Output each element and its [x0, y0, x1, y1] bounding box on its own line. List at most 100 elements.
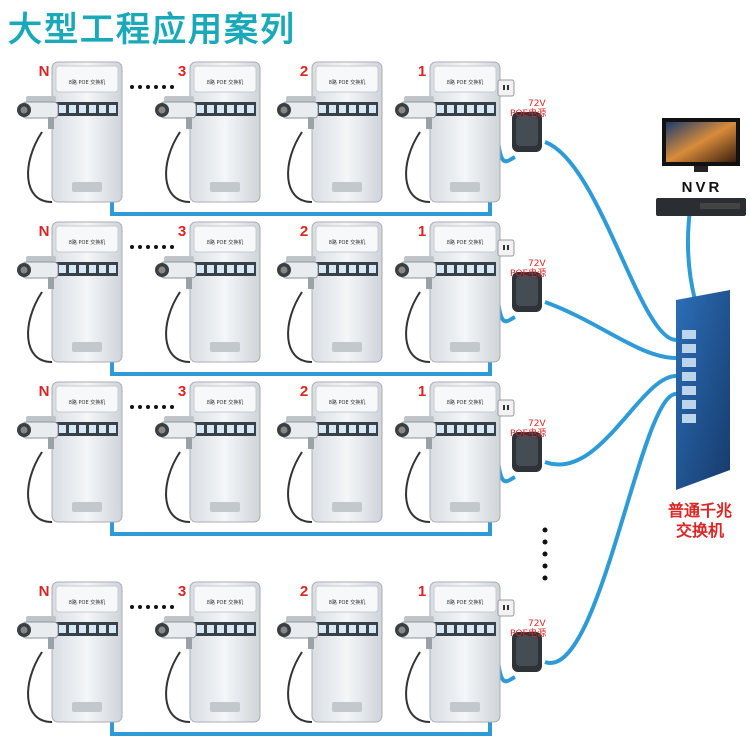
unit-index-label: 2 [300, 63, 308, 80]
rj45-port [79, 625, 86, 633]
power-cord [405, 451, 431, 523]
power-cord [287, 291, 313, 363]
unit-index-label: 2 [300, 223, 308, 240]
rj45-port [207, 105, 214, 113]
switch-box-label: 8路 POE 交换机 [69, 599, 105, 606]
power-cord [27, 451, 53, 523]
rj45-port [89, 425, 96, 433]
poe-switch-icon: 8路 POE 交换机 [51, 221, 123, 363]
switch-box-label: 8路 POE 交换机 [329, 399, 365, 406]
ellipsis-dot [162, 245, 166, 249]
rj45-port [89, 265, 96, 273]
device-layer: 8路 POE 交换机 8路 POE 交换机 8路 POE 交换机 8路 POE 交换机… [17, 61, 746, 736]
power-outlet-icon [497, 239, 515, 257]
rj45-port [447, 425, 454, 433]
ellipsis-dot [154, 85, 158, 89]
unit-index-label: 3 [178, 583, 186, 600]
rj45-port [109, 425, 116, 433]
chain-gap [132, 532, 137, 536]
psu-voltage-label: 72V [528, 419, 546, 429]
uplink-cable [544, 140, 677, 342]
rj45-port [369, 105, 376, 113]
rj45-port [109, 265, 116, 273]
rj45-port [99, 625, 106, 633]
unit-index-label: 1 [418, 63, 426, 80]
power-cord [27, 651, 53, 723]
rj45-port [59, 425, 66, 433]
ellipsis-dot [154, 405, 158, 409]
poe-switch-icon: 8路 POE 交换机 [311, 381, 383, 523]
rj45-port [447, 625, 454, 633]
camera-icon [17, 256, 59, 289]
rj45-port [237, 105, 244, 113]
rj45-port [247, 105, 254, 113]
rj45-port [329, 425, 336, 433]
poe-switch-icon: 8路 POE 交换机 [51, 581, 123, 723]
camera-icon [395, 616, 437, 649]
chain-gap [132, 732, 137, 736]
ellipsis-dot [154, 245, 158, 249]
rj45-port [217, 105, 224, 113]
rj45-port [487, 105, 494, 113]
camera-icon [155, 416, 197, 449]
rj45-port [247, 625, 254, 633]
unit-index-label: 3 [178, 63, 186, 80]
ellipsis-dot [146, 405, 150, 409]
rj45-port [477, 265, 484, 273]
rj45-port [467, 105, 474, 113]
power-cord [405, 651, 431, 723]
page-title: 大型工程应用案列 [8, 10, 296, 50]
psu-icon [512, 632, 542, 672]
unit-index-label: N [39, 223, 50, 240]
psu-name-label: POE电源 [510, 267, 546, 279]
rj45-port [467, 625, 474, 633]
psu-voltage-label: 72V [528, 619, 546, 629]
chain-gap [122, 372, 127, 376]
chain-cable [110, 362, 492, 376]
camera-icon [277, 416, 319, 449]
switch-box-label: 8路 POE 交换机 [207, 399, 243, 406]
power-cord [165, 131, 191, 203]
rj45-port [227, 425, 234, 433]
power-outlet-icon [497, 399, 515, 417]
poe-switch-icon: 8路 POE 交换机 [189, 221, 261, 363]
poe-switch-icon: 8路 POE 交换机 [189, 381, 261, 523]
power-cord [165, 291, 191, 363]
ellipsis-dot [162, 85, 166, 89]
rj45-port [369, 265, 376, 273]
rj45-port [682, 372, 696, 381]
camera-icon [17, 616, 59, 649]
unit-index-label: 2 [300, 583, 308, 600]
unit-index-label: N [39, 63, 50, 80]
switch-box-label: 8路 POE 交换机 [329, 79, 365, 86]
rj45-port [349, 105, 356, 113]
rj45-port [457, 625, 464, 633]
rj45-port [682, 330, 696, 339]
rj45-port [477, 625, 484, 633]
rj45-port [59, 265, 66, 273]
ellipsis-dot [130, 85, 134, 89]
rj45-port [682, 386, 696, 395]
rj45-port [437, 105, 444, 113]
unit-index-label: N [39, 383, 50, 400]
poe-switch-icon: 8路 POE 交换机 [311, 581, 383, 723]
poe-switch-icon: 8路 POE 交换机 [311, 61, 383, 203]
rj45-port [89, 625, 96, 633]
camera-icon [17, 96, 59, 129]
chain-gap [122, 532, 127, 536]
rj45-port [99, 265, 106, 273]
camera-icon [155, 616, 197, 649]
rj45-port [447, 105, 454, 113]
rj45-port [682, 344, 696, 353]
rj45-port [69, 265, 76, 273]
ellipsis-dot [130, 245, 134, 249]
rj45-port [217, 265, 224, 273]
unit-index-label: 3 [178, 383, 186, 400]
nvr-icon [656, 198, 746, 216]
camera-icon [277, 96, 319, 129]
rj45-port [237, 425, 244, 433]
rj45-port [437, 425, 444, 433]
psu-voltage-label: 72V [528, 259, 546, 269]
poe-switch-icon: 8路 POE 交换机 [189, 61, 261, 203]
